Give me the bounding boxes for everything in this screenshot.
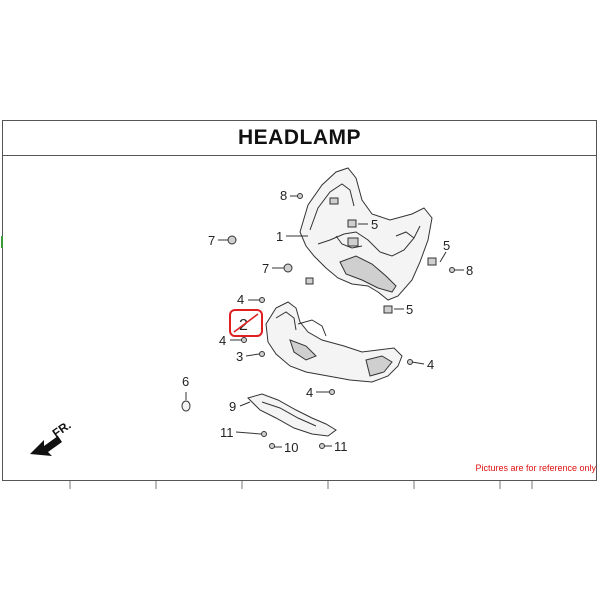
diagram-frame: HEADLAMP [2, 120, 597, 481]
callout-8a: 8 [280, 188, 287, 203]
screw-10-icon [269, 443, 275, 449]
highlight-box-part-2[interactable] [229, 309, 263, 337]
bolt-7b-icon [283, 263, 293, 273]
callout-5c: 5 [406, 302, 413, 317]
callout-5a: 5 [371, 217, 378, 232]
callout-4a: 4 [237, 292, 244, 307]
front-cover[interactable] [265, 301, 403, 383]
callout-11a: 11 [220, 425, 234, 440]
nut-near-1-icon [305, 277, 314, 285]
clip-11a-icon [261, 431, 267, 437]
nut-5c-icon [383, 305, 393, 314]
screw-4a-icon [259, 297, 265, 303]
callout-4d: 4 [306, 385, 313, 400]
callout-8b: 8 [466, 263, 473, 278]
reference-note: Pictures are for reference only [475, 463, 596, 473]
lower-cover[interactable] [247, 393, 337, 437]
clip-11b-icon [319, 443, 325, 449]
callout-1: 1 [276, 229, 283, 244]
callout-9: 9 [229, 399, 236, 414]
screw-4c-icon [407, 359, 413, 365]
callout-4b: 4 [219, 333, 226, 348]
grommet-6-icon [181, 400, 191, 412]
highlight-slash [233, 313, 259, 333]
bolt-7a-icon [227, 235, 237, 245]
bottom-tick-marks [69, 481, 533, 489]
screw-8b-icon [449, 267, 455, 273]
direction-label: FR. [50, 418, 74, 441]
page-title: HEADLAMP [238, 126, 361, 149]
callout-3: 3 [236, 349, 243, 364]
leader-lines [185, 195, 464, 448]
callout-4c: 4 [427, 357, 434, 372]
screw-4b-icon [241, 337, 247, 343]
headlamp-assembly[interactable] [299, 167, 433, 301]
front-arrow-icon: FR. [30, 418, 74, 456]
screw-8a-icon [297, 193, 303, 199]
nut-5a-icon [347, 219, 357, 228]
screw-4d-icon [329, 389, 335, 395]
callout-7a: 7 [208, 233, 215, 248]
nut-5b-icon [427, 257, 437, 266]
callout-11b: 11 [334, 439, 348, 454]
callout-7b: 7 [262, 261, 269, 276]
callout-5b: 5 [443, 238, 450, 253]
screw-3-icon [259, 351, 265, 357]
title-bar: HEADLAMP [3, 121, 596, 156]
callout-10: 10 [284, 440, 298, 455]
callout-6: 6 [182, 374, 189, 389]
